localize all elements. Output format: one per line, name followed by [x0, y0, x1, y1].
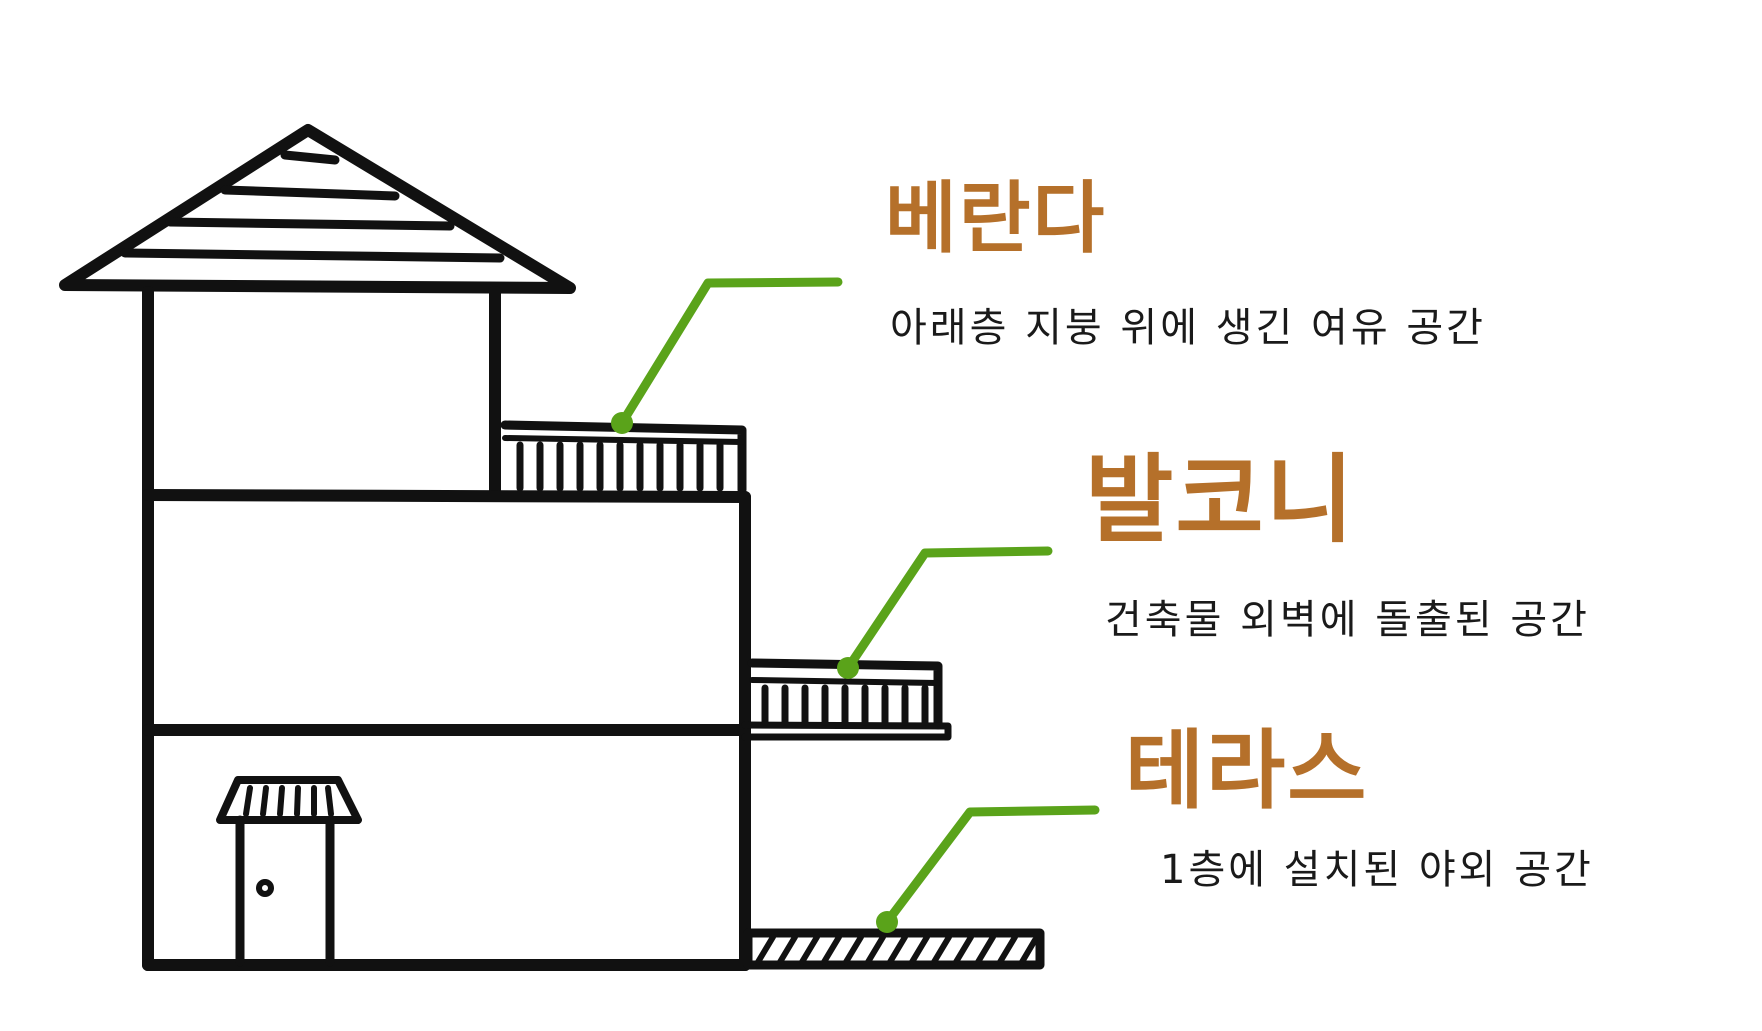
veranda-title: 베란다	[885, 174, 1107, 264]
veranda-pointer-dot	[611, 412, 633, 434]
main-building	[142, 489, 751, 971]
balcony-title: 발코니	[1085, 444, 1356, 556]
balcony-pointer-dot	[837, 657, 859, 679]
veranda-pointer-line	[617, 277, 843, 428]
balcony-railing	[741, 658, 952, 741]
terrace-title: 테라스	[1125, 721, 1369, 821]
top-floor	[142, 286, 501, 501]
door-knob	[256, 879, 274, 897]
terrace-pointer-line	[882, 805, 1100, 927]
veranda-railing	[500, 420, 747, 495]
balcony-pointer-line	[843, 546, 1053, 673]
terrace-description: 1층에 설치된 야외 공간	[1160, 847, 1594, 893]
veranda-description: 아래층 지붕 위에 생긴 여유 공간	[890, 305, 1486, 351]
roof	[59, 124, 576, 294]
terrace-deck	[743, 928, 1045, 970]
front-door	[216, 776, 362, 967]
balcony-description: 건축물 외벽에 돌출된 공간	[1105, 597, 1590, 643]
terrace-pointer-dot	[876, 911, 898, 933]
